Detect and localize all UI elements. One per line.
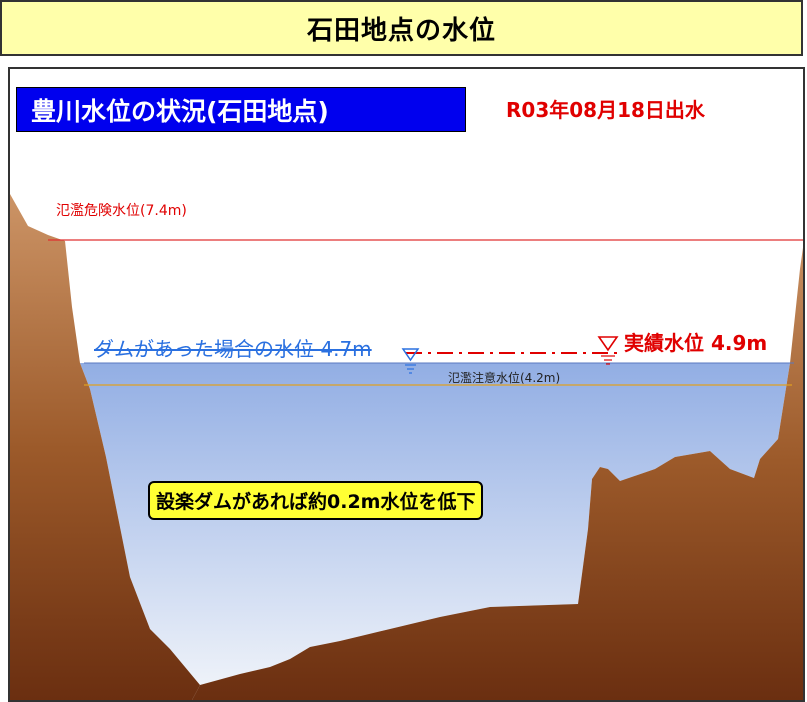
riverbed [192, 247, 803, 700]
page-title: 石田地点の水位 [306, 15, 496, 46]
with-dam-level-label: ダムがあった場合の水位 4.7m [94, 337, 372, 361]
dam-effect-callout: 設楽ダムがあれば約0.2m水位を低下 [148, 481, 484, 520]
page-header: 石田地点の水位 [0, 0, 803, 56]
actual-level-label: 実績水位 4.9m [624, 331, 768, 355]
with-dam-level-marker [401, 348, 420, 374]
caution-level-label: 氾濫注意水位(4.2m) [448, 371, 561, 385]
left-bank [10, 194, 200, 700]
cross-section-diagram [10, 194, 803, 700]
actual-level-marker [597, 336, 619, 365]
cross-section-panel: 豊川水位の状況(石田地点) R03年08月18日出水 氾濫危険水位(7.4m) … [8, 67, 805, 702]
water-body [80, 363, 790, 685]
danger-level-label: 氾濫危険水位(7.4m) [56, 203, 187, 219]
panel-title: 豊川水位の状況(石田地点) [16, 87, 466, 132]
event-date: R03年08月18日出水 [506, 98, 705, 122]
